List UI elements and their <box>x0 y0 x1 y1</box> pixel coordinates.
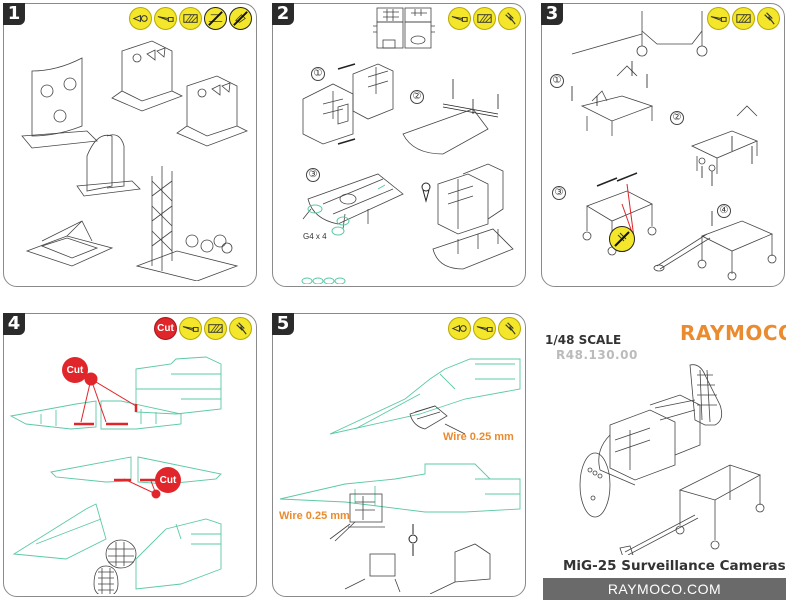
sanding-icon <box>204 317 227 340</box>
glue-brush-icon <box>229 317 252 340</box>
step-5-installation-drawing <box>279 358 521 594</box>
sanding-icon <box>732 7 755 30</box>
ring-quantity-note: G4 x 4 <box>303 232 327 241</box>
cut-callout-upper: Cut <box>62 357 88 383</box>
knife-icon <box>154 7 177 30</box>
step-3-panel: 3 ① ② ③ ④ <box>541 3 785 287</box>
website-link[interactable]: RAYMOCO.COM <box>543 578 786 600</box>
knife-icon <box>707 7 730 30</box>
product-code: R48.130.00 <box>556 348 638 362</box>
substep-2-number: ② <box>670 111 684 125</box>
substep-2-number: ② <box>410 90 424 104</box>
substep-4-number: ④ <box>717 204 731 218</box>
sanding-icon <box>179 7 202 30</box>
step-3-trolley-drawing <box>571 11 777 281</box>
no-glue-icon <box>609 226 635 252</box>
step-2-number: 2 <box>272 3 294 25</box>
product-title: MiG-25 Surveillance Cameras <box>563 558 786 574</box>
sanding-icon <box>473 7 496 30</box>
cut-callout-lower: Cut <box>155 467 181 493</box>
step-5-panel: 5 Wire 0.25 mm <box>272 313 526 597</box>
substep-3-number: ③ <box>306 168 320 182</box>
step-1-panel: 1 <box>3 3 257 287</box>
step-3-number: 3 <box>541 3 563 25</box>
knife-icon <box>179 317 202 340</box>
wire-label-lower: Wire 0.25 mm <box>279 510 350 522</box>
step-3-tools <box>707 7 780 30</box>
knife-icon <box>448 7 471 30</box>
glue-brush-icon <box>498 7 521 30</box>
step-4-number: 4 <box>3 313 25 335</box>
brand-logo: RAYMOCO <box>680 321 786 345</box>
substep-3-number: ③ <box>552 186 566 200</box>
substep-1-number: ① <box>311 67 325 81</box>
no-glue-icon <box>204 7 227 30</box>
step-2-tools <box>448 7 521 30</box>
cutter-icon <box>129 7 152 30</box>
product-overview-drawing <box>579 364 765 555</box>
step-2-assembly-drawing <box>301 63 514 284</box>
substep-1-number: ① <box>550 74 564 88</box>
step-1-tools <box>129 7 252 30</box>
step-4-fuselage-drawing <box>9 356 222 594</box>
step-4-tools: Cut <box>154 317 252 340</box>
wire-label-upper: Wire 0.25 mm <box>443 431 514 443</box>
cut-icon: Cut <box>154 317 177 340</box>
cutter-icon <box>448 317 471 340</box>
step-1-parts-drawing <box>21 40 248 281</box>
glue-brush-icon <box>498 317 521 340</box>
step-4-panel: 4 Cut <box>3 313 257 597</box>
step-1-number: 1 <box>3 3 25 25</box>
step-5-tools <box>448 317 521 340</box>
scale-label: 1/48 SCALE <box>545 333 622 347</box>
no-paint-icon <box>229 7 252 30</box>
step-5-number: 5 <box>272 313 294 335</box>
step-2-panel: 2 ① ② ③ <box>272 3 526 287</box>
glue-brush-icon <box>757 7 780 30</box>
step-2-reference-view <box>373 7 435 49</box>
knife-icon <box>473 317 496 340</box>
